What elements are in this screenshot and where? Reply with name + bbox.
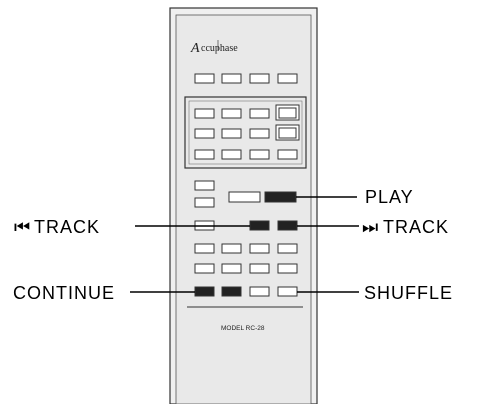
track-back-button — [249, 220, 270, 231]
remote-button — [194, 108, 215, 119]
track-forward-button — [277, 220, 298, 231]
remote-button — [194, 128, 215, 139]
remote-button — [278, 127, 297, 139]
button-row-top[interactable] — [194, 73, 298, 84]
shuffle-label: SHUFFLE — [364, 283, 453, 303]
remote-button — [249, 73, 270, 84]
remote-button — [194, 73, 215, 84]
remote-body — [169, 7, 318, 404]
remote-button — [228, 191, 261, 203]
remote-button — [194, 263, 215, 274]
remote-button — [221, 263, 242, 274]
remote-button — [249, 128, 270, 139]
remote-button — [194, 243, 215, 254]
track-forward-label: TRACK — [383, 217, 449, 237]
remote-button — [277, 73, 298, 84]
remote-button — [194, 197, 215, 208]
button-panel — [184, 96, 307, 169]
track-back-callout: ⏮ TRACK — [14, 217, 100, 237]
remote-button — [194, 180, 215, 191]
remote-button — [277, 149, 298, 160]
remote-button — [277, 286, 298, 297]
remote-button — [277, 243, 298, 254]
remote-button — [221, 108, 242, 119]
play-label: PLAY — [365, 187, 414, 207]
brand-logo: A ccuphase — [190, 40, 238, 56]
remote-button — [221, 149, 242, 160]
track-forward-icon: ⏭ — [362, 217, 379, 237]
remote-button — [221, 243, 242, 254]
play-button — [264, 191, 297, 203]
remote-button — [221, 128, 242, 139]
callout-lines — [130, 196, 359, 293]
track-back-icon: ⏮ — [14, 217, 31, 237]
remote-button — [278, 107, 297, 119]
remote-button — [249, 149, 270, 160]
remote-button — [249, 108, 270, 119]
svg-text:A: A — [190, 41, 200, 56]
track-back-label: TRACK — [34, 217, 100, 237]
model-label: MODEL RC-28 — [221, 325, 265, 332]
continue-label: CONTINUE — [13, 283, 115, 303]
button-rows-lower[interactable] — [194, 243, 298, 297]
shuffle-button — [249, 286, 270, 297]
track-forward-callout: ⏭ TRACK — [362, 217, 449, 237]
continue-button — [194, 286, 215, 297]
remote-button — [194, 149, 215, 160]
remote-button — [277, 263, 298, 274]
panel-buttons[interactable] — [194, 104, 300, 160]
remote-button — [249, 263, 270, 274]
remote-button — [221, 73, 242, 84]
remote-button — [249, 243, 270, 254]
remote-button — [221, 286, 242, 297]
svg-text:ccuphase: ccuphase — [201, 43, 238, 54]
